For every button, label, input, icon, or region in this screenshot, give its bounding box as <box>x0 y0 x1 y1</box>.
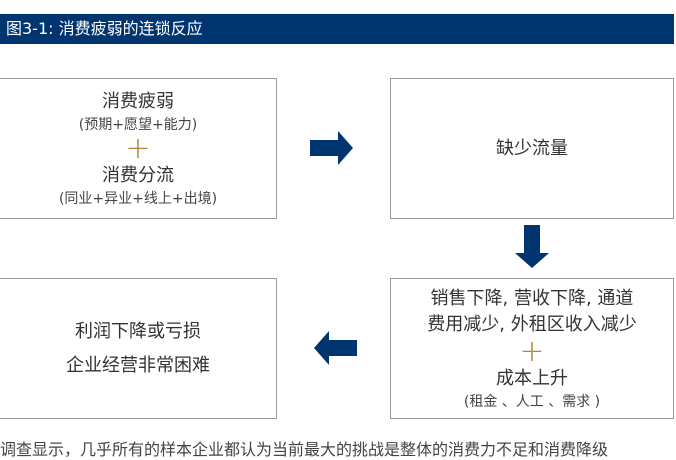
box-sublabel: (租金 、人工 、需求 ) <box>463 393 601 410</box>
box-label: 缺少流量 <box>496 137 568 159</box>
box-label: 销售下降, 营收下降, 通道 <box>430 287 634 309</box>
plus-icon: + <box>519 333 545 369</box>
arrow-left-icon <box>314 331 357 365</box>
arrow-down-icon <box>515 225 549 268</box>
arrow-right-icon <box>310 131 353 165</box>
box-label: 消费分流 <box>102 164 174 186</box>
box-label: 利润下降或亏损 <box>75 320 201 342</box>
figure-title: 图3-1: 消费疲弱的连锁反应 <box>0 14 674 44</box>
footer-text: 调查显示，几乎所有的样本企业都认为当前最大的挑战是整体的消费力不足和消费降级 <box>0 440 609 459</box>
box-sublabel: (预期+愿望+能力) <box>78 116 198 133</box>
profit-decline-box: 利润下降或亏损 企业经营非常困难 <box>0 278 277 419</box>
box-sublabel: (同业+异业+线上+出境) <box>58 190 218 207</box>
plus-icon: + <box>125 130 151 166</box>
box-label: 费用减少, 外租区收入减少 <box>427 313 637 335</box>
weak-consumption-box: 消费疲弱 (预期+愿望+能力) + 消费分流 (同业+异业+线上+出境) <box>0 78 277 219</box>
lack-traffic-box: 缺少流量 <box>390 78 674 219</box>
box-label: 消费疲弱 <box>102 90 174 112</box>
box-label: 企业经营非常困难 <box>66 354 210 376</box>
box-label: 成本上升 <box>496 367 568 389</box>
sales-decline-box: 销售下降, 营收下降, 通道 费用减少, 外租区收入减少 + 成本上升 (租金 … <box>390 278 674 419</box>
